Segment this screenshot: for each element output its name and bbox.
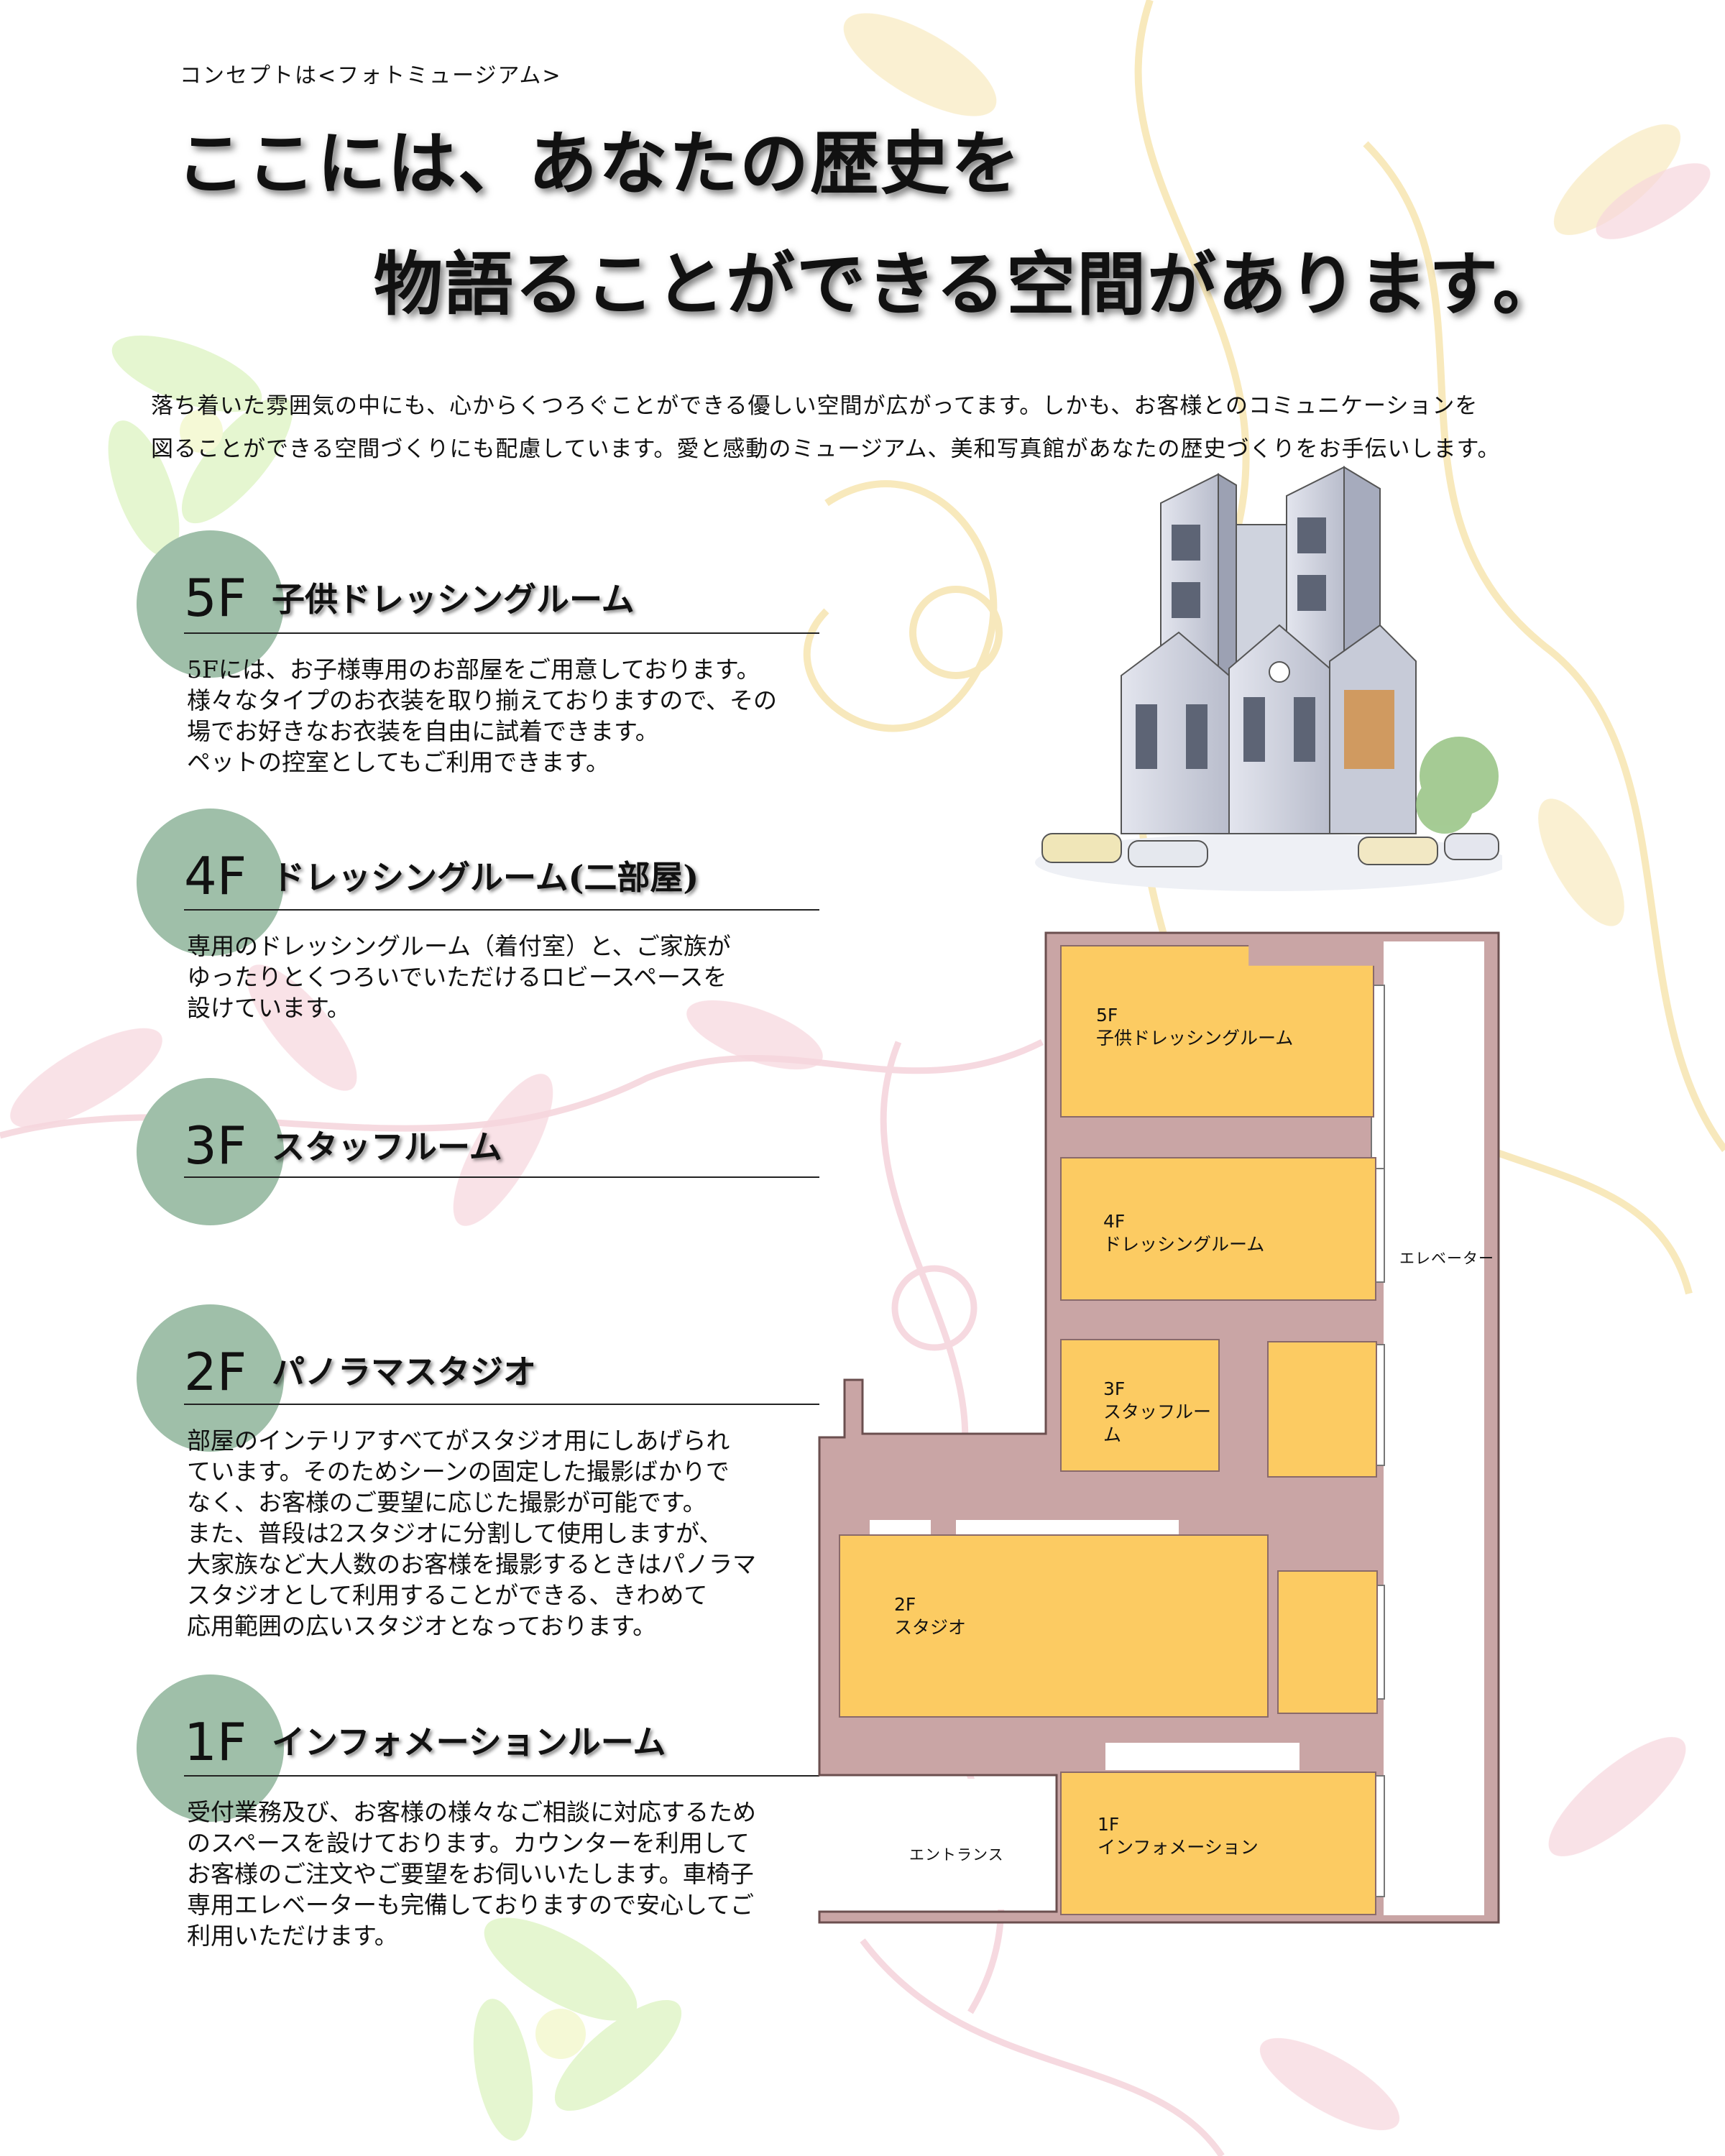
entrance-label: エントランス [909, 1846, 1004, 1864]
headline-line-1: ここには、あなたの歴史を [176, 123, 1021, 204]
window-opening [956, 1520, 1179, 1536]
floor-section-2f: 2F パノラマスタジオ 部屋のインテリアすべてがスタジオ用にしあげられ ています… [0, 1304, 834, 1649]
floor-section-4f: 4F ドレッシングルーム(二部屋) 専用のドレッシングルーム（着付室）と、ご家族… [0, 808, 834, 1046]
room-2f: 2F スタジオ [839, 1534, 1269, 1718]
floor-number: 4F [184, 846, 247, 906]
room-4f: 4F ドレッシングルーム [1060, 1157, 1376, 1301]
floor-circle [137, 808, 284, 956]
room-3f: 3F スタッフルーム [1060, 1339, 1220, 1472]
headline-line-2: 物語ることができる空間があります。 [374, 244, 1563, 325]
window-opening [1105, 1743, 1300, 1770]
floor-plan: 5F 子供ドレッシングルーム 4F ドレッシングルーム 3F スタッフルーム 2… [809, 913, 1527, 1933]
floor-description: 専用のドレッシングルーム（着付室）と、ご家族が ゆったりとくつろいでいただけるロ… [187, 932, 731, 1022]
floor-divider [184, 1775, 819, 1777]
floor-title: パノラマスタジオ [272, 1353, 536, 1391]
room-label-4f: 4F ドレッシングルーム [1103, 1211, 1265, 1255]
floor-number: 3F [184, 1115, 247, 1176]
window-opening [870, 1520, 931, 1536]
floor-divider [184, 909, 819, 911]
concept-eyebrow: コンセプトは<フォトミュージアム> [180, 63, 562, 88]
floor-title: インフォメーションルーム [272, 1723, 666, 1761]
room-5f: 5F 子供ドレッシングルーム [1060, 945, 1374, 1118]
floor-section-1f: 1F インフォメーションルーム 受付業務及び、お客様の様々なご相談に対応するため… [0, 1674, 834, 1962]
floor-number: 2F [184, 1342, 247, 1402]
floor-circle [137, 1304, 284, 1452]
elevator-label: エレベーター [1399, 1250, 1494, 1267]
room-label-5f: 5F 子供ドレッシングルーム [1096, 1005, 1294, 1049]
floor-title: スタッフルーム [272, 1128, 502, 1166]
room-1f: 1F インフォメーション [1060, 1772, 1376, 1915]
room-label-1f: 1F インフォメーション [1098, 1814, 1259, 1858]
floor-circle [137, 1078, 284, 1225]
floor-title: ドレッシングルーム(二部屋) [272, 858, 699, 897]
building-illustration [1035, 466, 1502, 891]
intro-paragraph: 落ち着いた雰囲気の中にも、心からくつろぐことができる優しい空間が広がってます。し… [151, 384, 1588, 471]
entrance-area [822, 1779, 1055, 1909]
floor-section-5f: 5F 子供ドレッシングルーム 5Fには、お子様専用のお部屋をご用意しております。… [0, 530, 834, 789]
floor-divider [184, 1176, 819, 1178]
floor-description: 部屋のインテリアすべてがスタジオ用にしあげられ ています。そのためシーンの固定し… [187, 1427, 756, 1640]
floor-number: 5F [184, 568, 247, 628]
floor-circle [137, 1674, 284, 1822]
floor-section-3f: 3F スタッフルーム [0, 1078, 834, 1229]
floor-circle [137, 530, 284, 678]
floor-divider [184, 632, 819, 634]
room-label-3f: 3F スタッフルーム [1103, 1378, 1212, 1445]
room-2f-annex [1277, 1570, 1378, 1714]
floor-number: 1F [184, 1712, 247, 1772]
intro-line-2: 図ることができる空間づくりにも配慮しています。愛と感動のミュージアム、美和写真館… [151, 436, 1501, 462]
floor-title: 子供ドレッシングルーム [272, 580, 635, 619]
floor-description: 5Fには、お子様専用のお部屋をご用意しております。 様々なタイプのお衣装を取り揃… [187, 655, 778, 776]
elevator-shaft [1384, 941, 1484, 1915]
floor-divider [184, 1404, 819, 1405]
room-label-2f: 2F スタジオ [894, 1594, 967, 1638]
room-3f-annex [1267, 1341, 1377, 1478]
intro-line-1: 落ち着いた雰囲気の中にも、心からくつろぐことができる優しい空間が広がってます。し… [151, 393, 1478, 419]
floor-description: 受付業務及び、お客様の様々なご相談に対応するため のスペースを設けております。カ… [187, 1798, 756, 1950]
